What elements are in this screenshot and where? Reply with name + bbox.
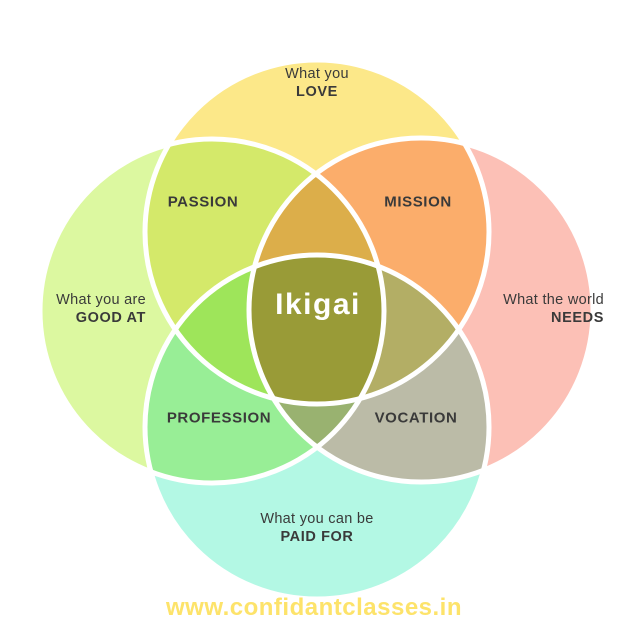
ikigai-center-label: Ikigai xyxy=(275,288,361,321)
passion-label: PASSION xyxy=(167,193,239,211)
love-label: What you LOVE xyxy=(0,66,628,100)
good-at-label-line2: GOOD AT xyxy=(75,310,146,326)
good-needs-paid-region xyxy=(249,255,384,482)
good-at-label-line1: What you are xyxy=(56,292,146,308)
vocation-label: VOCATION xyxy=(374,409,458,427)
needs-label: What the world NEEDS xyxy=(472,292,604,326)
paid-for-label-line1: What you can be xyxy=(260,511,374,527)
paid-for-label: What you can be PAID FOR xyxy=(0,511,628,545)
love-good-paid-region xyxy=(145,255,384,404)
needs-label-line1: What the world xyxy=(503,292,604,308)
good-at-label: What you are GOOD AT xyxy=(28,292,146,326)
love-needs-paid-region xyxy=(249,255,489,404)
paid-for-label-line2: PAID FOR xyxy=(280,529,354,545)
website-footer: www.confidantclasses.in xyxy=(165,594,463,621)
mission-label: MISSION xyxy=(384,193,452,211)
profession-label: PROFESSION xyxy=(166,409,272,427)
circle-outlines xyxy=(37,57,596,602)
love-label-line1: What you xyxy=(285,66,349,82)
love-label-line2: LOVE xyxy=(296,84,338,100)
needs-label-line2: NEEDS xyxy=(551,310,604,326)
